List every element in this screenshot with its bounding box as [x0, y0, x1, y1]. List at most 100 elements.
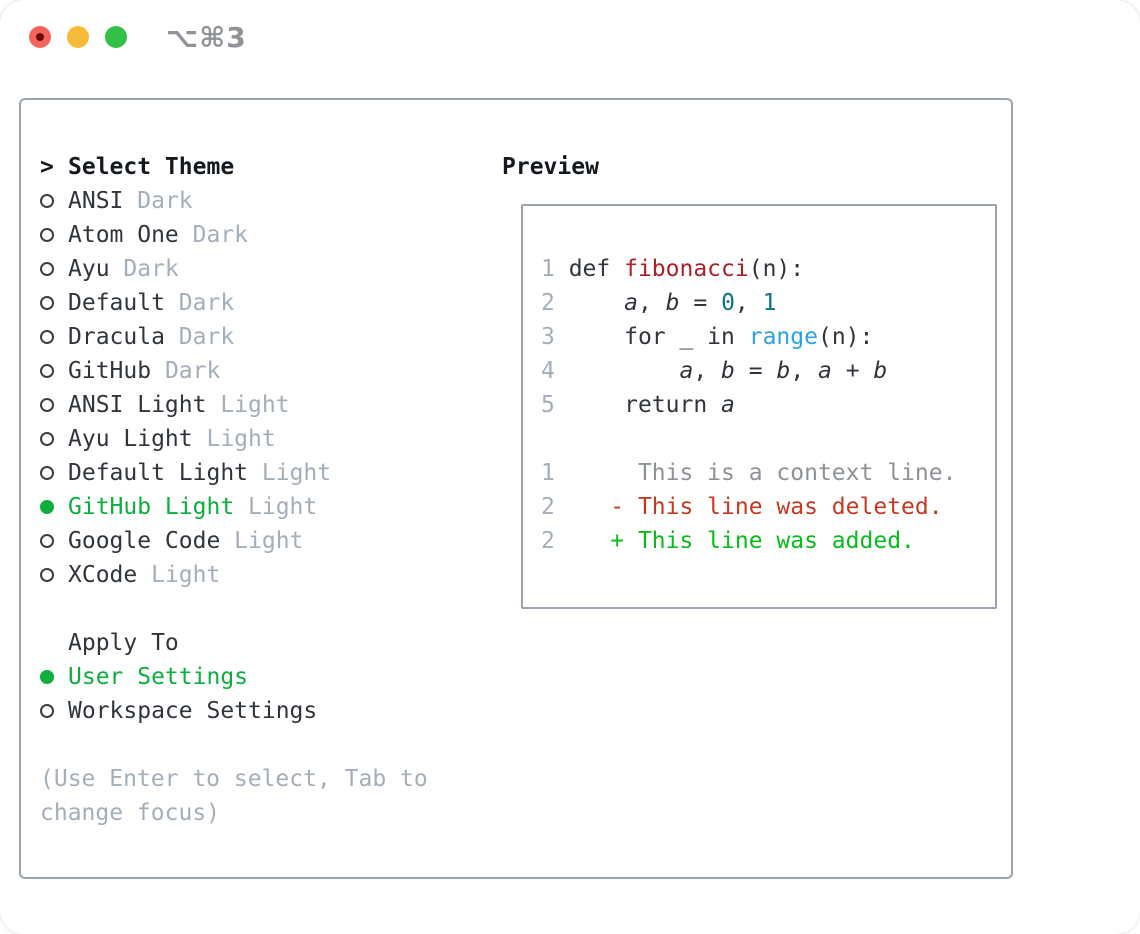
- code-token: +: [831, 358, 874, 384]
- marker-col: [40, 432, 68, 446]
- zoom-button[interactable]: [105, 26, 127, 48]
- theme-item-label: Default Dark: [68, 290, 235, 316]
- diff-line-context: 1 This is a context line.: [541, 456, 995, 490]
- theme-item-label: Ayu Dark: [68, 256, 179, 282]
- radio-icon: [40, 262, 54, 276]
- theme-variant-tag: Light: [220, 392, 290, 418]
- line-number: 3: [541, 324, 555, 350]
- code-line: 2 a, b = 0, 1: [541, 286, 995, 320]
- radio-icon: [40, 432, 54, 446]
- select-theme-header: > Select Theme: [40, 150, 492, 184]
- code-token: ,: [637, 290, 666, 316]
- line-number: 1: [541, 460, 555, 486]
- line-number: 2: [541, 494, 555, 520]
- window-title: ⌥⌘3: [166, 21, 247, 54]
- radio-icon: [40, 364, 54, 378]
- preview-diff: 1 This is a context line.2 - This line w…: [541, 456, 995, 558]
- theme-item-ayu[interactable]: Ayu Dark: [40, 252, 492, 286]
- theme-item-github-light[interactable]: GitHub Light Light: [40, 490, 492, 524]
- code-token: [569, 290, 624, 316]
- marker-col: [40, 534, 68, 548]
- close-button[interactable]: [29, 26, 51, 48]
- theme-item-google-code[interactable]: Google Code Light: [40, 524, 492, 558]
- marker-col: [40, 670, 68, 684]
- diff-line-deleted: 2 - This line was deleted.: [541, 490, 995, 524]
- marker-col: [40, 398, 68, 412]
- theme-item-github[interactable]: GitHub Dark: [40, 354, 492, 388]
- radio-icon: [40, 398, 54, 412]
- marker-col: [40, 262, 68, 276]
- apply-option-label: Workspace Settings: [68, 698, 318, 724]
- code-token: [569, 358, 680, 384]
- code-token: a: [679, 358, 694, 384]
- radio-icon: [40, 704, 54, 718]
- theme-item-label: Dracula Dark: [68, 324, 235, 350]
- minimize-button[interactable]: [67, 26, 89, 48]
- diff-line-added: 2 + This line was added.: [541, 524, 995, 558]
- theme-item-ansi[interactable]: ANSI Dark: [40, 184, 492, 218]
- theme-item-label: Google Code Light: [68, 528, 304, 554]
- apply-to-title: Apply To: [68, 630, 179, 656]
- marker-col: [40, 194, 68, 208]
- marker-col: [40, 296, 68, 310]
- spacer: [40, 728, 492, 762]
- theme-item-label: Ayu Light Light: [68, 426, 276, 452]
- theme-item-label: Default Light Light: [68, 460, 332, 486]
- marker-col: [40, 364, 68, 378]
- theme-item-dracula[interactable]: Dracula Dark: [40, 320, 492, 354]
- code-token: return: [568, 392, 722, 418]
- theme-variant-tag: Light: [151, 562, 221, 588]
- theme-variant-tag: Dark: [137, 188, 193, 214]
- select-theme-title: Select Theme: [68, 154, 235, 180]
- code-line: 3 for _ in range(n):: [541, 320, 995, 354]
- theme-variant-tag: Light: [206, 426, 276, 452]
- apply-option-workspace-settings[interactable]: Workspace Settings: [40, 694, 492, 728]
- code-token: ,: [693, 358, 722, 384]
- diff-text: - This line was deleted.: [568, 494, 943, 520]
- radio-selected-icon: [40, 670, 54, 684]
- code-token: 0: [721, 290, 735, 316]
- marker-col: [40, 466, 68, 480]
- theme-item-default[interactable]: Default Dark: [40, 286, 492, 320]
- line-number: 2: [541, 528, 555, 554]
- theme-item-xcode[interactable]: XCode Light: [40, 558, 492, 592]
- code-token: for _ in: [568, 324, 749, 350]
- radio-icon: [40, 194, 54, 208]
- spacer: [541, 422, 995, 456]
- code-token: fibonacci: [624, 256, 749, 282]
- radio-icon: [40, 330, 54, 344]
- theme-item-label: ANSI Light Light: [68, 392, 290, 418]
- spacer: [40, 592, 492, 626]
- radio-icon: [40, 568, 54, 582]
- code-token: b: [776, 358, 791, 384]
- theme-item-atom-one[interactable]: Atom One Dark: [40, 218, 492, 252]
- theme-variant-tag: Dark: [178, 290, 235, 316]
- theme-variant-tag: Dark: [164, 358, 221, 384]
- line-number: 1: [541, 256, 555, 282]
- code-token: ,: [734, 290, 763, 316]
- diff-text: + This line was added.: [568, 528, 915, 554]
- theme-item-default-light[interactable]: Default Light Light: [40, 456, 492, 490]
- marker-col: [40, 330, 68, 344]
- radio-icon: [40, 466, 54, 480]
- code-token: ,: [790, 358, 819, 384]
- radio-icon: [40, 296, 54, 310]
- code-token: =: [734, 358, 777, 384]
- theme-item-label: XCode Light: [68, 562, 221, 588]
- marker-col: [40, 568, 68, 582]
- theme-item-label: GitHub Light Light: [68, 494, 318, 520]
- apply-option-user-settings[interactable]: User Settings: [40, 660, 492, 694]
- theme-variant-tag: Light: [261, 460, 332, 486]
- preview-title: Preview: [502, 154, 599, 180]
- code-token: =: [679, 290, 722, 316]
- theme-variant-tag: Dark: [192, 222, 249, 248]
- cursor-marker-icon: >: [40, 154, 54, 180]
- code-token: b: [873, 358, 888, 384]
- theme-item-ansi-light[interactable]: ANSI Light Light: [40, 388, 492, 422]
- theme-item-ayu-light[interactable]: Ayu Light Light: [40, 422, 492, 456]
